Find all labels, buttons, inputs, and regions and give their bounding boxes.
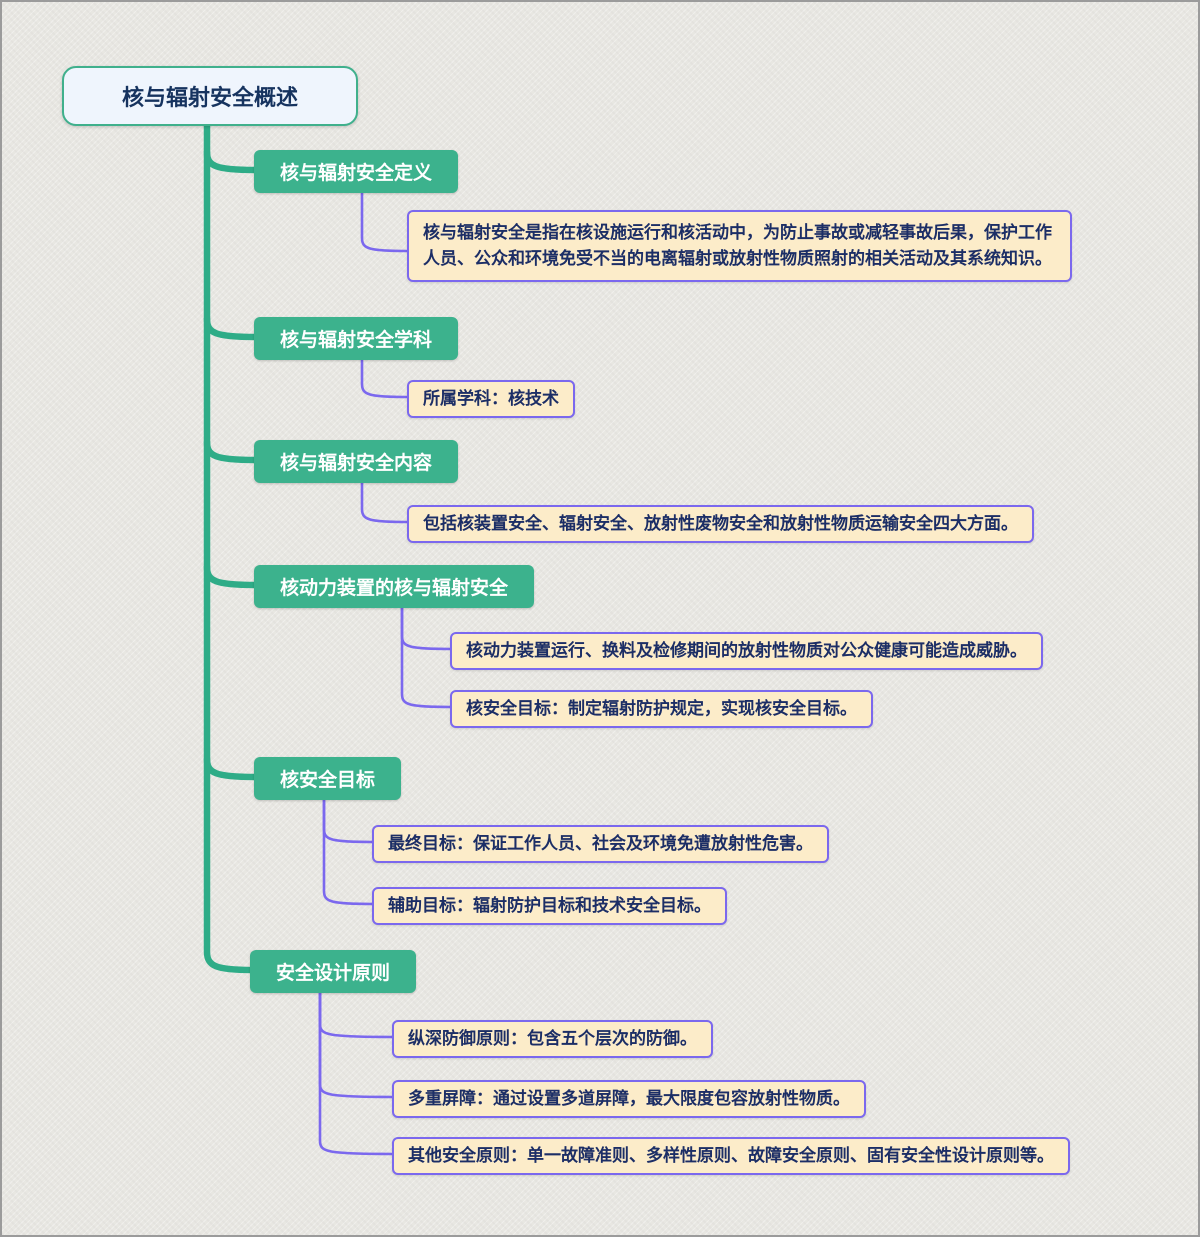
- branch-node-discipline[interactable]: 核与辐射安全学科: [254, 317, 459, 360]
- root-node[interactable]: 核与辐射安全概述: [62, 66, 358, 126]
- branch-curve: [203, 315, 260, 341]
- leaf-curve: [360, 478, 411, 524]
- leaf-curve: [322, 795, 376, 906]
- leaf-curve: [360, 355, 411, 399]
- leaf-node-defense-in-depth[interactable]: 纵深防御原则：包含五个层次的防御。: [392, 1020, 713, 1058]
- leaf-node-power-plant-goal[interactable]: 核安全目标：制定辐射防护规定，实现核安全目标。: [450, 690, 873, 728]
- leaf-curve: [360, 188, 411, 253]
- leaf-curve: [400, 602, 454, 709]
- branch-node-safety-goals[interactable]: 核安全目标: [254, 757, 402, 800]
- leaf-curve: [318, 988, 396, 1156]
- leaf-node-multiple-barriers[interactable]: 多重屏障：通过设置多道屏障，最大限度包容放射性物质。: [392, 1080, 866, 1118]
- leaf-node-auxiliary-goal[interactable]: 辅助目标：辐射防护目标和技术安全目标。: [372, 887, 727, 925]
- branch-curve: [203, 438, 260, 464]
- branch-curve: [203, 755, 260, 781]
- branch-node-content[interactable]: 核与辐射安全内容: [254, 440, 459, 483]
- branch-node-design-principles[interactable]: 安全设计原则: [250, 950, 417, 993]
- branch-curve: [203, 148, 260, 174]
- leaf-curve: [318, 988, 396, 1039]
- leaf-node-discipline-text[interactable]: 所属学科：核技术: [407, 380, 575, 418]
- trunk-line: [203, 116, 256, 974]
- branch-node-definition[interactable]: 核与辐射安全定义: [254, 150, 459, 193]
- leaf-curve: [400, 602, 454, 651]
- leaf-curve: [318, 988, 396, 1099]
- leaf-node-final-goal[interactable]: 最终目标：保证工作人员、社会及环境免遭放射性危害。: [372, 825, 829, 863]
- leaf-node-power-plant-threat[interactable]: 核动力装置运行、换料及检修期间的放射性物质对公众健康可能造成威胁。: [450, 632, 1043, 670]
- branch-node-power-plant-safety[interactable]: 核动力装置的核与辐射安全: [254, 565, 535, 608]
- leaf-curve: [322, 795, 376, 844]
- leaf-node-definition-text[interactable]: 核与辐射安全是指在核设施运行和核活动中，为防止事故或减轻事故后果，保护工作人员、…: [407, 210, 1072, 282]
- leaf-node-content-text[interactable]: 包括核装置安全、辐射安全、放射性废物安全和放射性物质运输安全四大方面。: [407, 505, 1034, 543]
- branch-curve: [203, 563, 260, 589]
- leaf-node-other-principles[interactable]: 其他安全原则：单一故障准则、多样性原则、故障安全原则、固有安全性设计原则等。: [392, 1137, 1070, 1175]
